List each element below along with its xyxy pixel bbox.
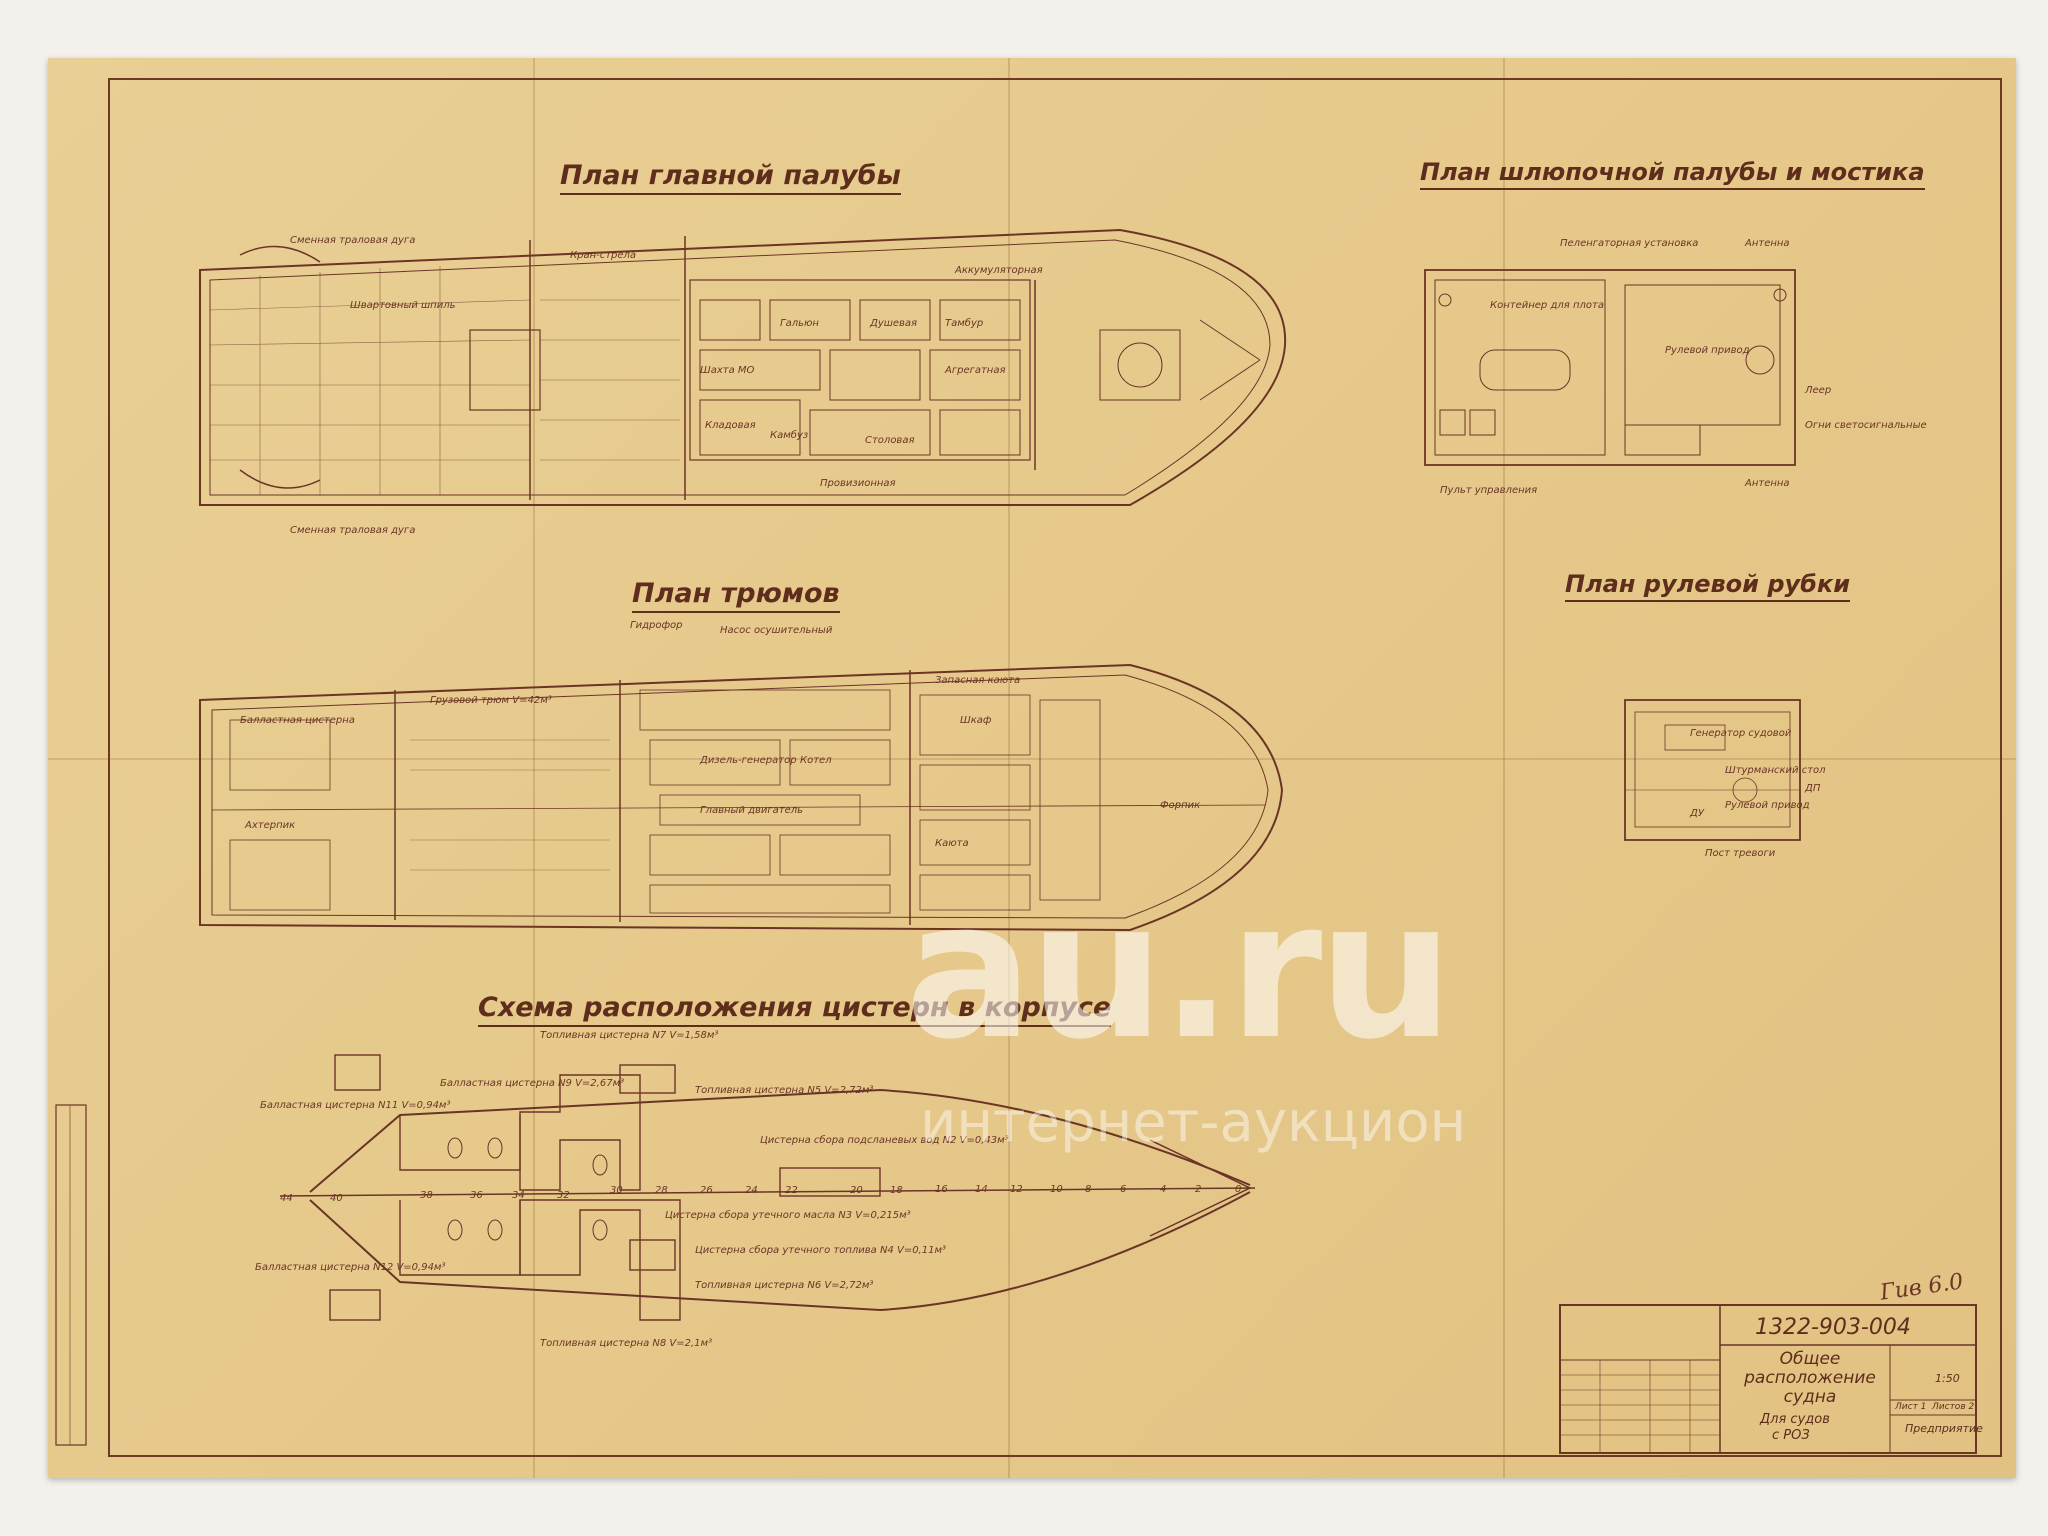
stamp-enterprise: Предприятие xyxy=(1905,1422,1983,1435)
title-block xyxy=(1559,1304,1977,1454)
blueprint-sheet xyxy=(48,58,2016,1478)
label: Швартовный шпиль xyxy=(350,300,456,311)
label: Штурманский стол xyxy=(1725,765,1826,776)
fold-line xyxy=(1503,58,1505,1478)
fold-line xyxy=(48,758,2016,760)
label: Аккумуляторная xyxy=(955,265,1043,276)
label: Топливная цистерна N8 V=2,1м³ xyxy=(540,1338,713,1349)
label: Гальюн xyxy=(780,318,819,329)
title-tanks: Схема расположения цистерн в корпусе xyxy=(478,992,1112,1027)
stamp-subtitle-1: Для судов xyxy=(1760,1412,1830,1427)
label: Сменная траловая дуга xyxy=(290,525,416,536)
stamp-scale: 1:50 xyxy=(1935,1372,1960,1385)
label: Цистерна сбора утечного масла N3 V=0,215… xyxy=(665,1210,911,1221)
label: Форпик xyxy=(1160,800,1201,811)
label: Цистерна сбора подсланевых вод N2 V=0,43… xyxy=(760,1135,1009,1146)
stamp-subtitle-2: с РОЗ xyxy=(1772,1428,1810,1443)
label: Столовая xyxy=(865,435,915,446)
title-holds: План трюмов xyxy=(632,578,840,613)
label: Генератор судовой xyxy=(1690,728,1792,739)
watermark-brand: au.ru xyxy=(905,860,1454,1081)
label: Рулевой привод xyxy=(1725,800,1810,811)
label: Душевая xyxy=(870,318,918,329)
label: Ахтерпик xyxy=(245,820,296,831)
label: Антенна xyxy=(1745,238,1790,249)
label: Сменная траловая дуга xyxy=(290,235,416,246)
stamp-sheet: Лист 1 xyxy=(1895,1402,1927,1412)
stamp-title-line: расположение xyxy=(1744,1368,1876,1388)
label: Кладовая xyxy=(705,420,756,431)
drawing-number: 1322-903-004 xyxy=(1755,1315,1911,1340)
stamp-title-line: судна xyxy=(1783,1387,1837,1407)
label: Балластная цистерна xyxy=(240,715,355,726)
fold-line xyxy=(1008,58,1010,1478)
title-wheelhouse: План рулевой рубки xyxy=(1565,570,1851,602)
main-deck-hull xyxy=(199,228,1287,506)
label: Балластная цистерна N11 V=0,94м³ xyxy=(260,1100,451,1111)
label: Пульт управления xyxy=(1440,485,1538,496)
watermark-tagline: интернет-аукцион xyxy=(920,1090,1467,1155)
label: ДУ xyxy=(1690,808,1704,819)
label: Тамбур xyxy=(945,318,984,329)
label: Котел xyxy=(800,755,832,766)
label: Балластная цистерна N9 V=2,67м³ xyxy=(440,1078,625,1089)
boat-deck-outline xyxy=(1424,269,1796,466)
holds-hull xyxy=(199,663,1284,932)
title-boat-deck: План шлюпочной палубы и мостика xyxy=(1420,158,1925,190)
label: Балластная цистерна N12 V=0,94м³ xyxy=(255,1262,446,1273)
stamp-title-line: Общее xyxy=(1779,1349,1841,1369)
fold-line xyxy=(533,58,535,1478)
drawing-frame xyxy=(108,78,2002,1457)
label: Пеленгаторная установка xyxy=(1560,238,1699,249)
label: Насос осушительный xyxy=(720,625,833,636)
label: Цистерна сбора утечного топлива N4 V=0,1… xyxy=(695,1245,947,1256)
label: Провизионная xyxy=(820,478,896,489)
label: Контейнер для плота xyxy=(1490,300,1604,311)
label: Леер xyxy=(1805,385,1832,396)
stamp-sheets: Листов 2 xyxy=(1932,1402,1975,1412)
label: Шкаф xyxy=(960,715,992,726)
tank-hull-lower xyxy=(309,1191,1251,1312)
label: ДП xyxy=(1805,783,1821,794)
label: Каюта xyxy=(935,838,969,849)
label: Камбуз xyxy=(770,430,809,441)
label: Гидрофор xyxy=(630,620,683,631)
label: Топливная цистерна N7 V=1,58м³ xyxy=(540,1030,719,1041)
label: Пост тревоги xyxy=(1705,848,1776,859)
label: Дизель-генератор xyxy=(700,755,797,766)
label: Грузовой трюм V=42м³ xyxy=(430,695,552,706)
label: Главный двигатель xyxy=(700,805,804,816)
tank-hull-upper xyxy=(309,1088,1251,1193)
label: Топливная цистерна N6 V=2,72м³ xyxy=(695,1280,874,1291)
label: Рулевой привод xyxy=(1665,345,1750,356)
title-main-deck: План главной палубы xyxy=(560,160,901,195)
stamp-title: Общее расположение судна xyxy=(1720,1350,1900,1407)
label: Агрегатная xyxy=(945,365,1006,376)
label: Шахта МО xyxy=(700,365,755,376)
label: Запасная каюта xyxy=(935,675,1021,686)
label: Антенна xyxy=(1745,478,1790,489)
label: Огни светосигнальные xyxy=(1805,420,1927,431)
label: Кран-стрела xyxy=(570,250,637,261)
label: Топливная цистерна N5 V=2,72м³ xyxy=(695,1085,874,1096)
wheelhouse-outline xyxy=(1624,699,1801,841)
